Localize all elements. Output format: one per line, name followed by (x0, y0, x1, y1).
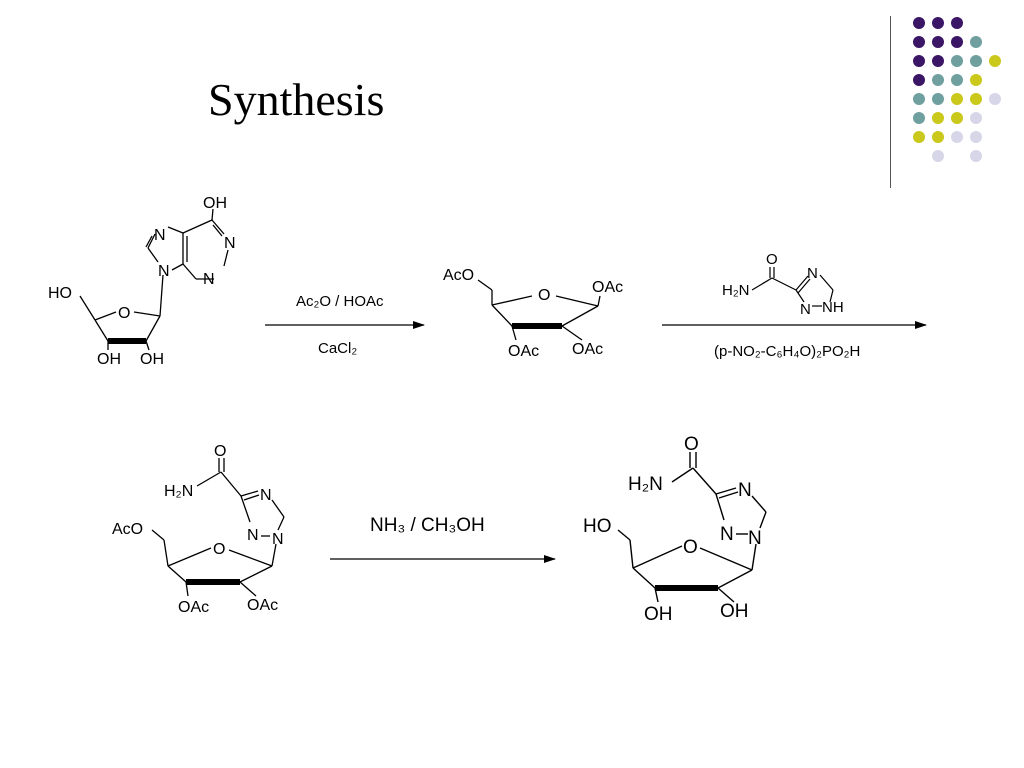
label-o: O (214, 443, 226, 460)
decorative-dot (932, 55, 944, 67)
label-n: N (203, 271, 215, 288)
label-oh: OH (203, 195, 227, 212)
decorative-dot (951, 112, 963, 124)
label-n: N (224, 235, 236, 252)
label-n: N (272, 531, 284, 548)
label-oac: OAc (247, 597, 278, 614)
label-ho: HO (583, 516, 612, 537)
label-o: O (684, 434, 699, 455)
decorative-dot (951, 36, 963, 48)
decorative-dot (970, 36, 982, 48)
decorative-dot (913, 17, 925, 29)
decorative-dot (932, 36, 944, 48)
decorative-dot (932, 131, 944, 143)
decorative-dot (913, 112, 925, 124)
molecule-triacetylribose (477, 279, 601, 341)
decorative-dot (932, 74, 944, 86)
label-n: N (260, 487, 272, 504)
decorative-dot (951, 74, 963, 86)
decorative-dot (970, 93, 982, 105)
molecule-inosine (79, 208, 229, 351)
label-aco: AcO (443, 267, 474, 284)
decorative-dot (970, 131, 982, 143)
step1-reagent: Ac₂O / HOAc (296, 293, 384, 310)
label-aco: AcO (112, 521, 143, 538)
decorative-dot (932, 93, 944, 105)
decorative-dot (932, 17, 944, 29)
label-ring-o: O (538, 287, 550, 304)
label-oh: OH (644, 604, 673, 625)
decorative-dot (951, 17, 963, 29)
step1-catalyst: CaCl₂ (318, 340, 357, 357)
decorative-dot (951, 55, 963, 67)
molecule-triacetyl-ribavirin (151, 458, 285, 597)
label-ring-o: O (118, 305, 130, 322)
label-h2n: H₂N (164, 483, 193, 500)
decorative-dot (913, 55, 925, 67)
step3-reagent: NH₃ / CH₃OH (370, 515, 485, 536)
decorative-dot (970, 55, 982, 67)
label-oac: OAc (592, 279, 623, 296)
decorative-dot (913, 36, 925, 48)
decorative-dot (913, 131, 925, 143)
decorative-dot-grid (913, 17, 1001, 162)
decorative-dot (970, 74, 982, 86)
label-oh: OH (140, 351, 164, 368)
label-ho: HO (48, 285, 72, 302)
label-o: O (766, 251, 778, 268)
label-n: N (748, 528, 762, 549)
label-nh: NH (822, 299, 844, 316)
decorative-dot (989, 55, 1001, 67)
step2-catalyst: (p-NO₂-C₆H₄O)₂PO₂H (714, 343, 860, 360)
decorative-dot (951, 131, 963, 143)
label-h2n: H₂N (628, 474, 663, 495)
decorative-dot (970, 150, 982, 162)
decorative-dot (932, 112, 944, 124)
label-n: N (800, 301, 811, 318)
label-oh: OH (720, 601, 749, 622)
reagent-triazole-carboxamide (751, 267, 834, 307)
label-n: N (807, 265, 818, 282)
label-oac: OAc (178, 599, 209, 616)
decorative-dot (951, 93, 963, 105)
label-oac: OAc (572, 341, 603, 358)
label-n: N (738, 480, 752, 501)
label-ring-o: O (213, 541, 225, 558)
slide-title: Synthesis (208, 74, 385, 125)
label-oac: OAc (508, 343, 539, 360)
label-n: N (720, 524, 734, 545)
decorative-divider (890, 16, 891, 188)
decorative-dot (913, 93, 925, 105)
label-ring-o: O (683, 537, 698, 558)
decorative-dot (913, 74, 925, 86)
label-oh: OH (97, 351, 121, 368)
decorative-dot (932, 150, 944, 162)
label-h2n: H₂N (722, 282, 750, 299)
decorative-dot (970, 112, 982, 124)
label-n: N (247, 527, 259, 544)
decorative-dot (989, 93, 1001, 105)
label-n: N (154, 227, 166, 244)
label-n: N (158, 263, 170, 280)
